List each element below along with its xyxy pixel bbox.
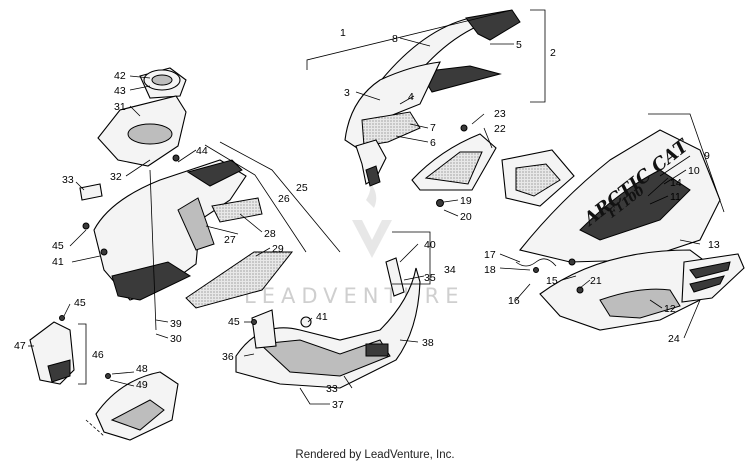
callout-17: 17 [484,249,496,261]
watermark-logo [352,182,392,258]
callout-34: 34 [444,264,456,276]
callout-8: 8 [392,33,398,45]
callout-23: 23 [494,108,506,120]
watermark-text: LEADVENTURE [244,284,465,308]
callout-37: 37 [332,399,344,411]
callout-48: 48 [136,363,148,375]
callout-39: 39 [170,318,182,330]
callout-41-left: 41 [52,256,64,268]
callout-4: 4 [408,91,414,103]
callout-36: 36 [222,351,234,363]
callout-13: 13 [708,239,720,251]
callout-19: 19 [460,195,472,207]
callout-38: 38 [422,337,434,349]
callout-29: 29 [272,243,284,255]
callout-45-center: 45 [228,316,240,328]
belly-pan-assembly [79,67,294,331]
callout-45-lower: 45 [74,297,86,309]
callout-24: 24 [668,333,680,345]
callout-31: 31 [114,101,126,113]
callout-11: 11 [670,191,681,203]
lower-pan-assembly [235,257,421,389]
callout-25: 25 [296,182,308,194]
callout-46: 46 [92,349,104,361]
callout-44: 44 [196,145,208,157]
callout-10: 10 [688,165,700,177]
side-panel-assembly: ARCTIC CAT F1100 [411,124,745,331]
callout-27: 27 [224,234,236,246]
callout-41: 41 [316,311,328,323]
callout-7: 7 [430,122,436,134]
windshield-assembly [344,9,521,187]
callout-42: 42 [114,70,126,82]
callout-28: 28 [264,228,276,240]
callout-14: 14 [670,177,682,189]
callout-18: 18 [484,264,496,276]
callout-21: 21 [590,275,602,287]
callout-3: 3 [344,87,350,99]
callout-22: 22 [494,123,506,135]
callout-5: 5 [516,39,522,51]
footer-credit: Rendered by LeadVenture, Inc. [295,449,455,461]
callout-43: 43 [114,85,126,97]
callout-32: 32 [110,171,122,183]
callout-47: 47 [14,340,26,352]
callout-15: 15 [546,275,558,287]
callout-33-lower: 33 [326,383,338,395]
callout-9: 9 [704,150,710,162]
small-parts-left [29,315,179,441]
callout-16: 16 [508,295,520,307]
callout-20: 20 [460,211,472,223]
callout-45: 45 [52,240,64,252]
callout-33: 33 [62,174,74,186]
callout-30: 30 [170,333,182,345]
callout-6: 6 [430,137,436,149]
callout-40: 40 [424,239,436,251]
callout-26: 26 [278,193,290,205]
callout-35: 35 [424,272,436,284]
callout-49: 49 [136,379,148,391]
callout-12: 12 [664,303,676,315]
exploded-view: LEADVENTURE ARCTIC CAT F1100 [14,9,745,441]
callout-2: 2 [550,47,556,59]
callout-1: 1 [340,27,346,39]
